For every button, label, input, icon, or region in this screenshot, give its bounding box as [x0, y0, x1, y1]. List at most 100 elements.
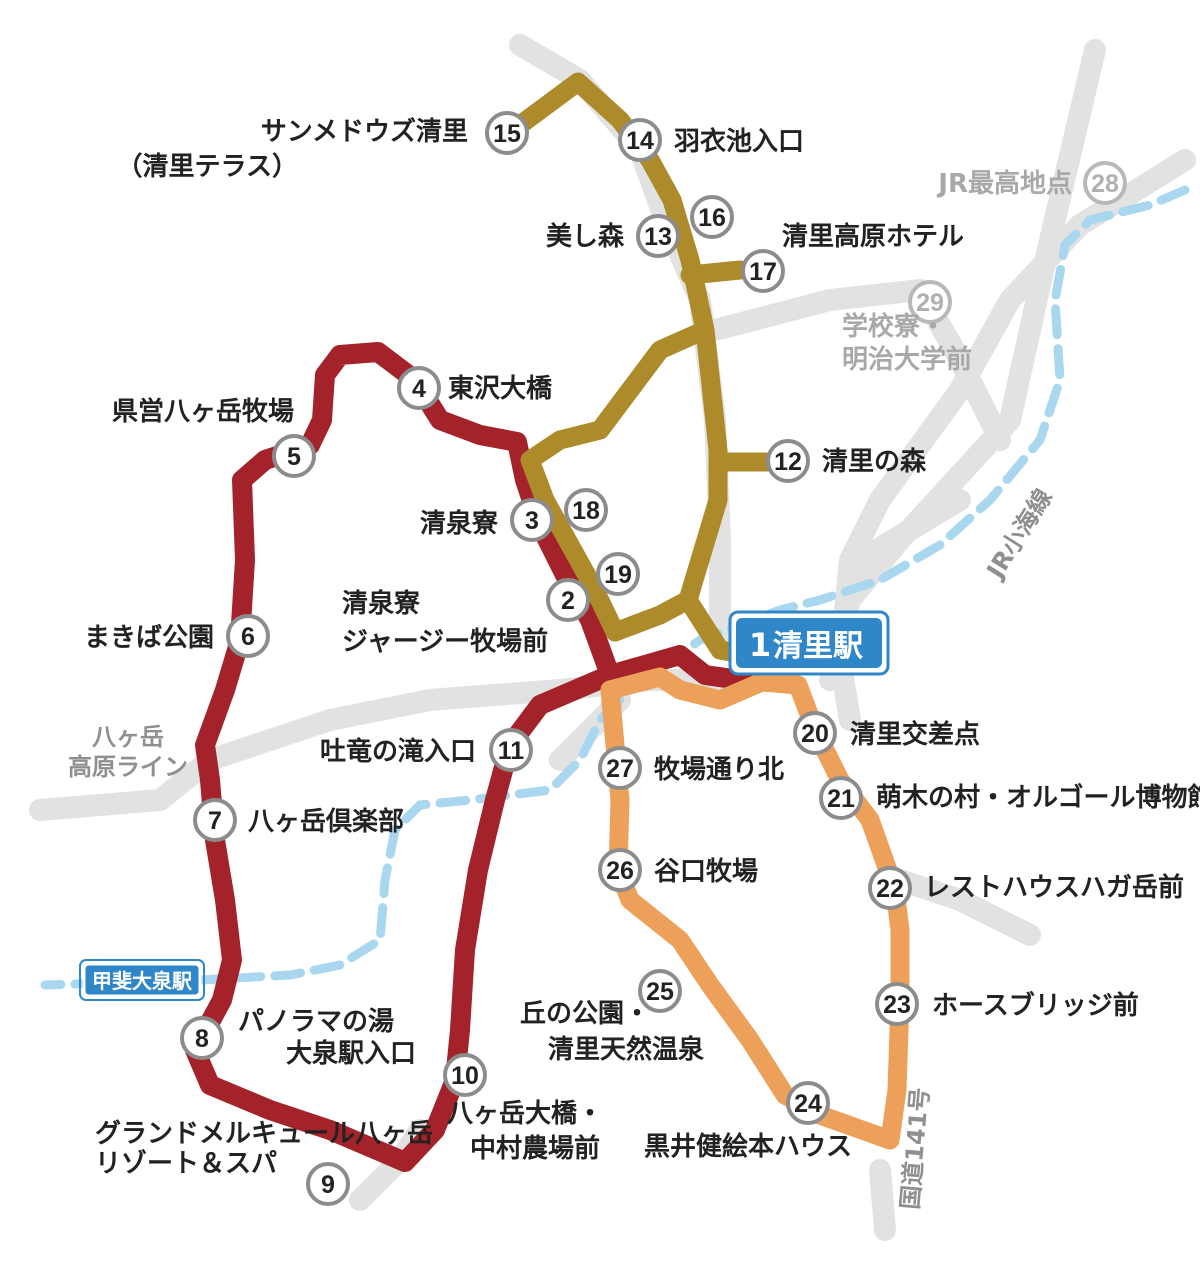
bus-stop-15[interactable]: 15 サンメドウズ清里 （清里テラス） — [117, 111, 529, 182]
bus-stop-27[interactable]: 27 牧場通り北 — [598, 746, 784, 790]
stop-name-line: ホースブリッジ前 — [932, 990, 1139, 1021]
bus-stop-6[interactable]: 6 まきば公園 — [84, 614, 270, 658]
stop-number: 14 — [626, 127, 654, 155]
stop-number: 22 — [876, 875, 904, 903]
stop-number: 20 — [801, 720, 829, 748]
route-red — [185, 342, 770, 1172]
stop-marker — [638, 969, 682, 1013]
stop-marker — [598, 746, 642, 790]
bus-stop-14[interactable]: 14 羽衣池入口 — [618, 118, 804, 162]
yatsugatake-kogen-line-label-1: 八ヶ岳 — [92, 723, 164, 751]
stop-marker — [193, 798, 237, 842]
stop-name-line: サンメドウズ清里 — [261, 116, 468, 147]
bus-stop-23[interactable]: 23 ホースブリッジ前 — [875, 982, 1139, 1026]
stop-number: 24 — [794, 1090, 822, 1118]
stop-number: 4 — [412, 375, 426, 403]
stop-marker — [397, 366, 441, 410]
stop-name-line: 県営八ヶ岳牧場 — [112, 397, 294, 427]
stop-name-line: 谷口牧場 — [654, 857, 758, 887]
stop-name-line: 清里天然温泉 — [548, 1034, 705, 1065]
stop-number: 23 — [883, 991, 911, 1019]
stop-number: 18 — [572, 497, 600, 525]
stop-number: 15 — [493, 120, 521, 148]
stop-marker — [908, 280, 952, 324]
stop-number: 19 — [604, 561, 632, 589]
stop-number: 5 — [287, 443, 301, 471]
bus-stop-18[interactable]: 18 — [564, 488, 608, 532]
stop-marker — [819, 776, 863, 820]
stop-name-line: リゾート＆スパ — [95, 1148, 277, 1179]
main-station-number: 1 — [749, 626, 771, 664]
route141-road — [869, 1159, 896, 1241]
stop-number: 9 — [321, 1171, 335, 1199]
stop-name-line: 東沢大橋 — [448, 374, 553, 404]
stop-marker — [564, 488, 608, 532]
stop-marker — [598, 848, 642, 892]
stop-name-line: 清里高原ホテル — [782, 221, 964, 252]
stop-name-line: 美し森 — [546, 221, 625, 252]
stop-number: 28 — [1091, 170, 1119, 198]
bus-stop-22[interactable]: 22 レストハウスハガ岳前 — [868, 866, 1184, 910]
stop-name-line: 丘の公園・ — [520, 999, 650, 1029]
stop-name-line: 羽衣池入口 — [674, 126, 804, 157]
bus-stop-16[interactable]: 16 — [690, 195, 734, 239]
stop-number: 16 — [698, 204, 726, 232]
stop-name-line: （清里テラス） — [117, 152, 298, 182]
stop-number: 17 — [749, 258, 777, 286]
bus-stop-24[interactable]: 24 黒井健絵本ハウス — [644, 1081, 852, 1162]
stop-number: 21 — [827, 785, 855, 813]
stop-marker — [618, 118, 662, 162]
stop-marker — [306, 1162, 350, 1206]
bus-stop-19[interactable]: 19 — [596, 552, 640, 596]
stop-number: 3 — [525, 507, 539, 535]
route-gold — [510, 72, 780, 665]
road-southeast — [889, 869, 1041, 946]
stop-marker — [180, 1016, 224, 1060]
main-station-name: 清里駅 — [773, 629, 863, 664]
stop-marker — [741, 249, 785, 293]
stop-number: 12 — [774, 448, 802, 476]
stop-name-line: 清泉寮 — [342, 588, 421, 619]
stop-name-line: レストハウスハガ岳前 — [924, 872, 1184, 903]
route-orange — [600, 667, 910, 1150]
stop-number: 8 — [195, 1025, 209, 1053]
stop-name-line: 八ヶ岳倶楽部 — [248, 807, 404, 837]
bus-stop-3[interactable]: 3 清泉寮 — [420, 498, 554, 542]
stop-number: 6 — [241, 623, 255, 651]
bus-stop-12[interactable]: 12 清里の森 — [766, 439, 927, 483]
bus-stop-5[interactable]: 5 県営八ヶ岳牧場 — [112, 397, 316, 478]
koumi-station-name: 甲斐大泉駅 — [92, 969, 192, 993]
stop-marker — [636, 214, 680, 258]
stop-name-line: 清泉寮 — [420, 508, 499, 539]
stop-name-line: 牧場通り北 — [654, 755, 784, 785]
stop-name-line: 学校寮・ — [842, 311, 946, 342]
stop-number: 27 — [606, 755, 634, 783]
main-station-badge[interactable]: 1 清里駅 — [728, 610, 890, 676]
stop-name-line: 清里の森 — [822, 447, 927, 477]
bus-stop-4[interactable]: 4 東沢大橋 — [397, 366, 553, 410]
koumi-station-badge[interactable]: 甲斐大泉駅 — [79, 959, 205, 1001]
stop-name-line: まきば公園 — [84, 623, 214, 653]
stop-name-line: 大泉駅入口 — [286, 1038, 416, 1069]
stop-marker — [546, 578, 590, 622]
stop-name-line: 黒井健絵本ハウス — [644, 1131, 852, 1162]
stop-name-line: ジャージー牧場前 — [342, 626, 548, 657]
stop-number: 11 — [498, 737, 525, 765]
stop-number: 2 — [561, 587, 575, 615]
